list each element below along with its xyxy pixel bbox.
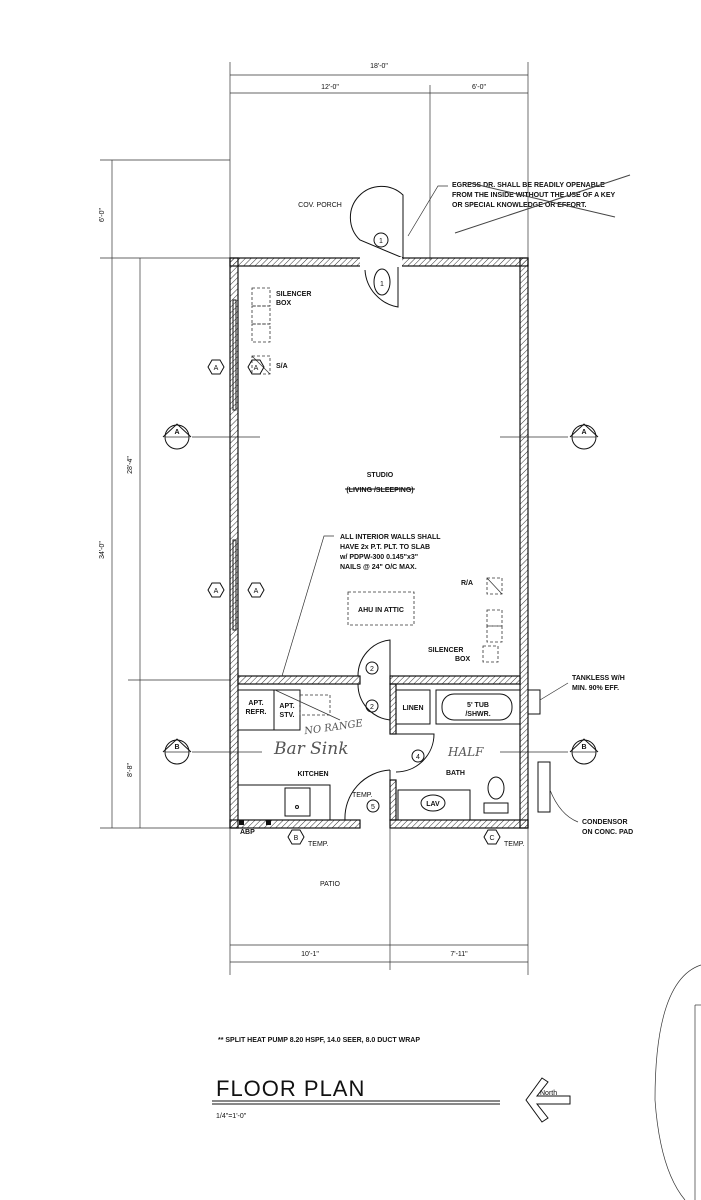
studio-door-swing <box>357 639 391 677</box>
svg-text:BOX: BOX <box>455 656 471 663</box>
left-dimensions: 6'-0" 28'-4" 34'-0" 8'-8" <box>99 159 230 829</box>
door-tag-label: 2 <box>370 666 374 673</box>
studio-label: STUDIO <box>367 472 394 479</box>
linen-label: LINEN <box>403 705 424 712</box>
svg-text:TEMP.: TEMP. <box>308 841 329 848</box>
porch-label: COV. PORCH <box>298 202 342 209</box>
svg-text:FROM THE INSIDE WITHOUT THE US: FROM THE INSIDE WITHOUT THE USE OF A KEY <box>452 192 616 199</box>
equipment-notes: TANKLESS W/H MIN. 90% EFF. CONDENSOR ON … <box>527 675 633 836</box>
svg-text:A: A <box>254 365 259 372</box>
dim-bottom-left: 10'-1" <box>301 951 319 958</box>
exterior-walls <box>229 257 529 829</box>
drawing-scale: 1/4"=1'-0" <box>216 1113 247 1120</box>
svg-text:STV.: STV. <box>280 712 295 719</box>
svg-text:TEMP.: TEMP. <box>504 841 525 848</box>
studio-sub-label: (LIVING /SLEEPING) <box>346 487 413 494</box>
svg-text:5' TUB: 5' TUB <box>467 702 489 709</box>
svg-text:w/ PDPW-300 0.145"x3": w/ PDPW-300 0.145"x3" <box>339 554 418 561</box>
svg-text:CONDENSOR: CONDENSOR <box>582 819 628 826</box>
svg-text:APT.: APT. <box>248 700 263 707</box>
dim-studio-depth: 28'-4" <box>127 456 134 474</box>
dim-top-right: 6'-0" <box>472 84 486 91</box>
svg-text:R/A: R/A <box>461 580 473 587</box>
north-arrow-icon: North <box>525 1077 571 1123</box>
svg-text:NAILS @ 24" O/C MAX.: NAILS @ 24" O/C MAX. <box>340 564 417 571</box>
svg-text:APT.: APT. <box>279 703 294 710</box>
door-tag-label: 5 <box>371 804 375 811</box>
svg-text:A: A <box>254 588 259 595</box>
svg-text:REFR.: REFR. <box>246 709 267 716</box>
handwritten-bar-sink: Bar Sink <box>273 739 349 759</box>
silencer-label: SILENCER <box>276 291 311 298</box>
egress-note: EGRESS DR. SHALL BE READILY OPENABLE FRO… <box>407 174 631 237</box>
svg-text:OR SPECIAL KNOWLEDGE OR EFFORT: OR SPECIAL KNOWLEDGE OR EFFORT. <box>452 202 586 209</box>
door-tag <box>373 268 391 296</box>
section-a-right: A <box>569 423 599 450</box>
dim-overall-depth: 34'-0" <box>99 541 106 559</box>
svg-text:A: A <box>214 365 219 372</box>
svg-text:A: A <box>174 429 179 436</box>
ahu-label: AHU IN ATTIC <box>358 607 404 614</box>
door-temp-label: TEMP. <box>352 792 373 799</box>
section-b-left: B <box>162 738 192 765</box>
svg-text:B: B <box>581 744 586 751</box>
door-tag-label: 4 <box>416 754 420 761</box>
dim-porch-depth: 6'-0" <box>99 208 106 222</box>
section-b-right: B <box>569 738 599 765</box>
svg-text:B: B <box>174 744 179 751</box>
svg-text:C: C <box>489 835 494 842</box>
svg-text:HAVE 2x P.T. PLT. TO SLAB: HAVE 2x P.T. PLT. TO SLAB <box>340 544 430 551</box>
handwritten-no-range: NO RANGE <box>303 718 365 737</box>
handwritten-half: HALF <box>447 745 484 759</box>
svg-text:ON CONC. PAD: ON CONC. PAD <box>582 829 633 836</box>
return-duct: R/A SILENCER BOX <box>428 577 503 663</box>
dim-overall-width: 18'-0" <box>370 63 388 70</box>
svg-text:/SHWR.: /SHWR. <box>465 711 490 718</box>
section-markers: A A B B <box>162 423 599 765</box>
svg-text:SILENCER: SILENCER <box>428 647 463 654</box>
svg-text:A: A <box>581 429 586 436</box>
door-tag-label: 1 <box>379 238 383 245</box>
svg-text:TANKLESS W/H: TANKLESS W/H <box>572 675 625 682</box>
svg-text:LAV: LAV <box>426 801 440 808</box>
patio: PATIO 10'-1" 7'-11" <box>229 828 529 975</box>
entry-door-swing <box>349 185 404 259</box>
interior-walls-note: ALL INTERIOR WALLS SHALL HAVE 2x P.T. PL… <box>281 534 441 677</box>
patio-label: PATIO <box>320 881 341 888</box>
kitchen-label: KITCHEN <box>297 771 328 778</box>
supply-air-label: S/A <box>276 363 288 370</box>
top-dimensions: 18'-0" 12'-0" 6'-0" <box>229 62 529 260</box>
adjacent-drawing-arc <box>654 964 701 1200</box>
supply-duct: SILENCER BOX S/A <box>251 287 311 375</box>
drawing-title: FLOOR PLAN <box>216 1076 365 1101</box>
window-tags: A A A A B TEMP. C TEMP. <box>207 359 525 848</box>
svg-text:EGRESS DR. SHALL BE READILY OP: EGRESS DR. SHALL BE READILY OPENABLE <box>452 182 605 189</box>
door-tag <box>373 232 389 248</box>
bath-door-swing <box>395 733 435 773</box>
dim-rear-depth: 8'-8" <box>127 763 134 777</box>
north-label: North <box>540 1090 557 1097</box>
dim-top-left: 12'-0" <box>321 84 339 91</box>
rear-door-swing <box>344 769 391 821</box>
inside-entry-door <box>364 267 399 308</box>
covered-porch: COV. PORCH 1 <box>298 185 404 259</box>
svg-text:MIN. 90% EFF.: MIN. 90% EFF. <box>572 685 619 692</box>
silencer-label: BOX <box>276 300 292 307</box>
bathroom: LINEN 5' TUB /SHWR. HALF BATH LAV <box>395 689 521 821</box>
svg-text:A: A <box>214 588 219 595</box>
heat-pump-note: ** SPLIT HEAT PUMP 8.20 HSPF, 14.0 SEER,… <box>218 1037 420 1044</box>
ahu-outline <box>347 591 415 626</box>
svg-text:ALL INTERIOR WALLS SHALL: ALL INTERIOR WALLS SHALL <box>340 534 441 541</box>
dim-bottom-right: 7'-11" <box>450 951 468 958</box>
svg-text:B: B <box>294 835 299 842</box>
door-tag-label: 2 <box>370 704 374 711</box>
bath-label: BATH <box>446 770 465 777</box>
closet-door-swing <box>357 683 391 721</box>
door-tag-label: 1 <box>380 281 384 288</box>
abp-label: ABP <box>240 829 255 836</box>
section-a-left: A <box>162 423 192 450</box>
